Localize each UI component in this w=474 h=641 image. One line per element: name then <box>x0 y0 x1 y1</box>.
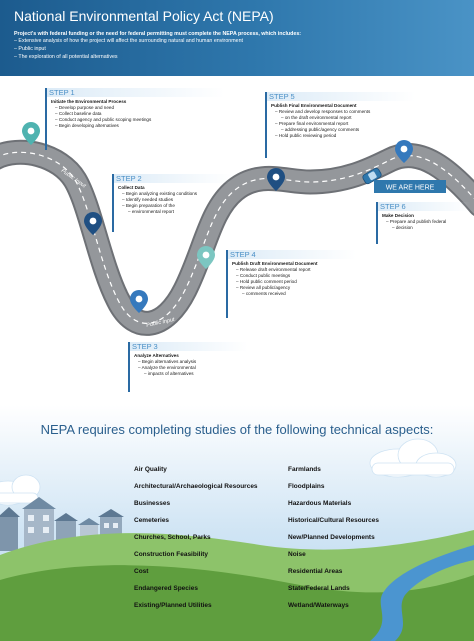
aspect-item: Residential Areas <box>288 568 343 575</box>
step-item: Review all public/agency <box>236 285 356 290</box>
step-label: STEP 6 <box>376 202 471 211</box>
river <box>370 545 474 641</box>
step-title: Collect Data <box>118 185 145 190</box>
step-items: Prepare and publish federal decision <box>386 219 471 230</box>
step-title: Publish Final Environmental Document <box>271 103 357 108</box>
intro-bullet: The exploration of all potential alterna… <box>14 54 243 60</box>
step-item: Begin analyzing existing conditions <box>122 191 232 196</box>
hill-front <box>0 565 474 641</box>
step-4: STEP 4 Publish Draft Environmental Docum… <box>226 250 356 318</box>
step-item: Release draft environmental report <box>236 267 356 272</box>
header-banner: National Environmental Policy Act (NEPA)… <box>0 0 474 76</box>
step-5: STEP 5 Publish Final Environmental Docum… <box>265 92 415 158</box>
step-items: Release draft environmental report Condu… <box>236 267 356 296</box>
step-item: Develop purpose and need <box>55 105 225 110</box>
intro-bullet: Extensive analysis of how the project wi… <box>14 38 243 44</box>
step-1: STEP 1 Initiate the Environmental Proces… <box>45 88 225 150</box>
step-items: Begin alternatives analysis Analyze the … <box>138 359 248 376</box>
step-3: STEP 3 Analyze Alternatives Begin altern… <box>128 342 248 392</box>
aspect-item: Existing/Planned Utilities <box>134 602 212 609</box>
step-item: comments received <box>242 291 356 296</box>
location-pin-icon <box>267 168 285 191</box>
step-item: Conduct agency and public scoping meetin… <box>55 117 225 122</box>
aspect-item: Historical/Cultural Resources <box>288 517 380 524</box>
car-icon <box>362 167 382 185</box>
step-item: Analyze the environmental <box>138 365 248 370</box>
step-item: Begin preparation of the <box>122 203 232 208</box>
location-pin-icon <box>84 212 102 235</box>
step-item: impacts of alternatives <box>144 371 248 376</box>
intro-bullets: Extensive analysis of how the project wi… <box>14 38 243 63</box>
step-item: Conduct public meetings <box>236 273 356 278</box>
aspect-item: Churches, School, Parks <box>134 534 211 541</box>
aspect-item: Cemeteries <box>134 517 170 524</box>
aspect-item: Noise <box>288 551 306 558</box>
aspects-title: NEPA requires completing studies of the … <box>40 422 434 437</box>
location-pin-icon <box>395 140 413 163</box>
aspect-item: Farmlands <box>288 466 321 473</box>
technical-aspects-section: NEPA requires completing studies of the … <box>0 405 474 641</box>
road-center-line <box>0 151 474 324</box>
step-item: Hold public comment period <box>236 279 356 284</box>
step-title: Analyze Alternatives <box>134 353 179 358</box>
step-item: decision <box>392 225 471 230</box>
page-title: National Environmental Policy Act (NEPA) <box>14 8 274 24</box>
aspect-item: Endangered Species <box>134 585 198 592</box>
step-title: Make Decision <box>382 213 414 218</box>
step-label: STEP 4 <box>226 250 356 259</box>
aspect-item: Architectural/Archaeological Resources <box>134 483 258 490</box>
step-item: Review and develop responses to comments <box>275 109 415 114</box>
step-item: Prepare and publish federal <box>386 219 471 224</box>
aspect-item: Floodplains <box>288 483 325 490</box>
step-item: Begin alternatives analysis <box>138 359 248 364</box>
step-item: Collect baseline data <box>55 111 225 116</box>
step-6: STEP 6 Make Decision Prepare and publish… <box>376 202 471 244</box>
location-pin-icon <box>130 290 148 313</box>
step-label: STEP 2 <box>112 174 232 183</box>
aspect-item: Businesses <box>134 500 171 507</box>
step-label: STEP 5 <box>265 92 415 101</box>
aspect-item: Wetland/Waterways <box>288 602 349 609</box>
step-items: Develop purpose and need Collect baselin… <box>55 105 225 128</box>
aspect-item: New/Planned Developments <box>288 534 375 541</box>
intro-bullet: Public input <box>14 46 243 52</box>
step-item: on the draft environmental report <box>281 115 415 120</box>
cloud-icon <box>369 438 457 478</box>
step-accent-bar <box>376 202 378 244</box>
aspect-item: Hazardous Materials <box>288 500 352 507</box>
step-item: Hold public reviewing period <box>275 133 415 138</box>
aspect-item: Cost <box>134 568 149 575</box>
step-item: addressing public/agency comments <box>281 127 415 132</box>
step-accent-bar <box>226 250 228 318</box>
aspect-item: Air Quality <box>134 466 167 473</box>
landscape-illustration <box>0 438 474 641</box>
step-item: environmental report <box>128 209 232 214</box>
cloud-icon <box>0 474 41 506</box>
step-accent-bar <box>112 174 114 232</box>
step-items: Review and develop responses to comments… <box>275 109 415 138</box>
step-2: STEP 2 Collect Data Begin analyzing exis… <box>112 174 232 232</box>
we-are-here-banner <box>374 180 446 193</box>
step-item: Begin developing alternatives <box>55 123 225 128</box>
step-item: Prepare final environmental report <box>275 121 415 126</box>
step-title: Initiate the Environmental Process <box>51 99 127 104</box>
location-pin-icon <box>197 246 215 269</box>
step-title: Publish Draft Environmental Document <box>232 261 318 266</box>
aspect-item: Construction Feasibility <box>134 551 209 558</box>
we-are-here-label: WE ARE HERE <box>386 185 435 192</box>
intro-text: Project's with federal funding or the ne… <box>14 31 302 37</box>
step-accent-bar <box>45 88 47 150</box>
road-label-public-input: Public Input <box>146 317 176 329</box>
location-pin-icon <box>22 122 40 145</box>
step-label: STEP 1 <box>45 88 225 97</box>
step-items: Begin analyzing existing conditions Iden… <box>122 191 232 214</box>
step-accent-bar <box>128 342 130 392</box>
aspect-item: State/Federal Lands <box>288 585 350 592</box>
step-item: Identify needed studies <box>122 197 232 202</box>
step-accent-bar <box>265 92 267 158</box>
step-label: STEP 3 <box>128 342 248 351</box>
